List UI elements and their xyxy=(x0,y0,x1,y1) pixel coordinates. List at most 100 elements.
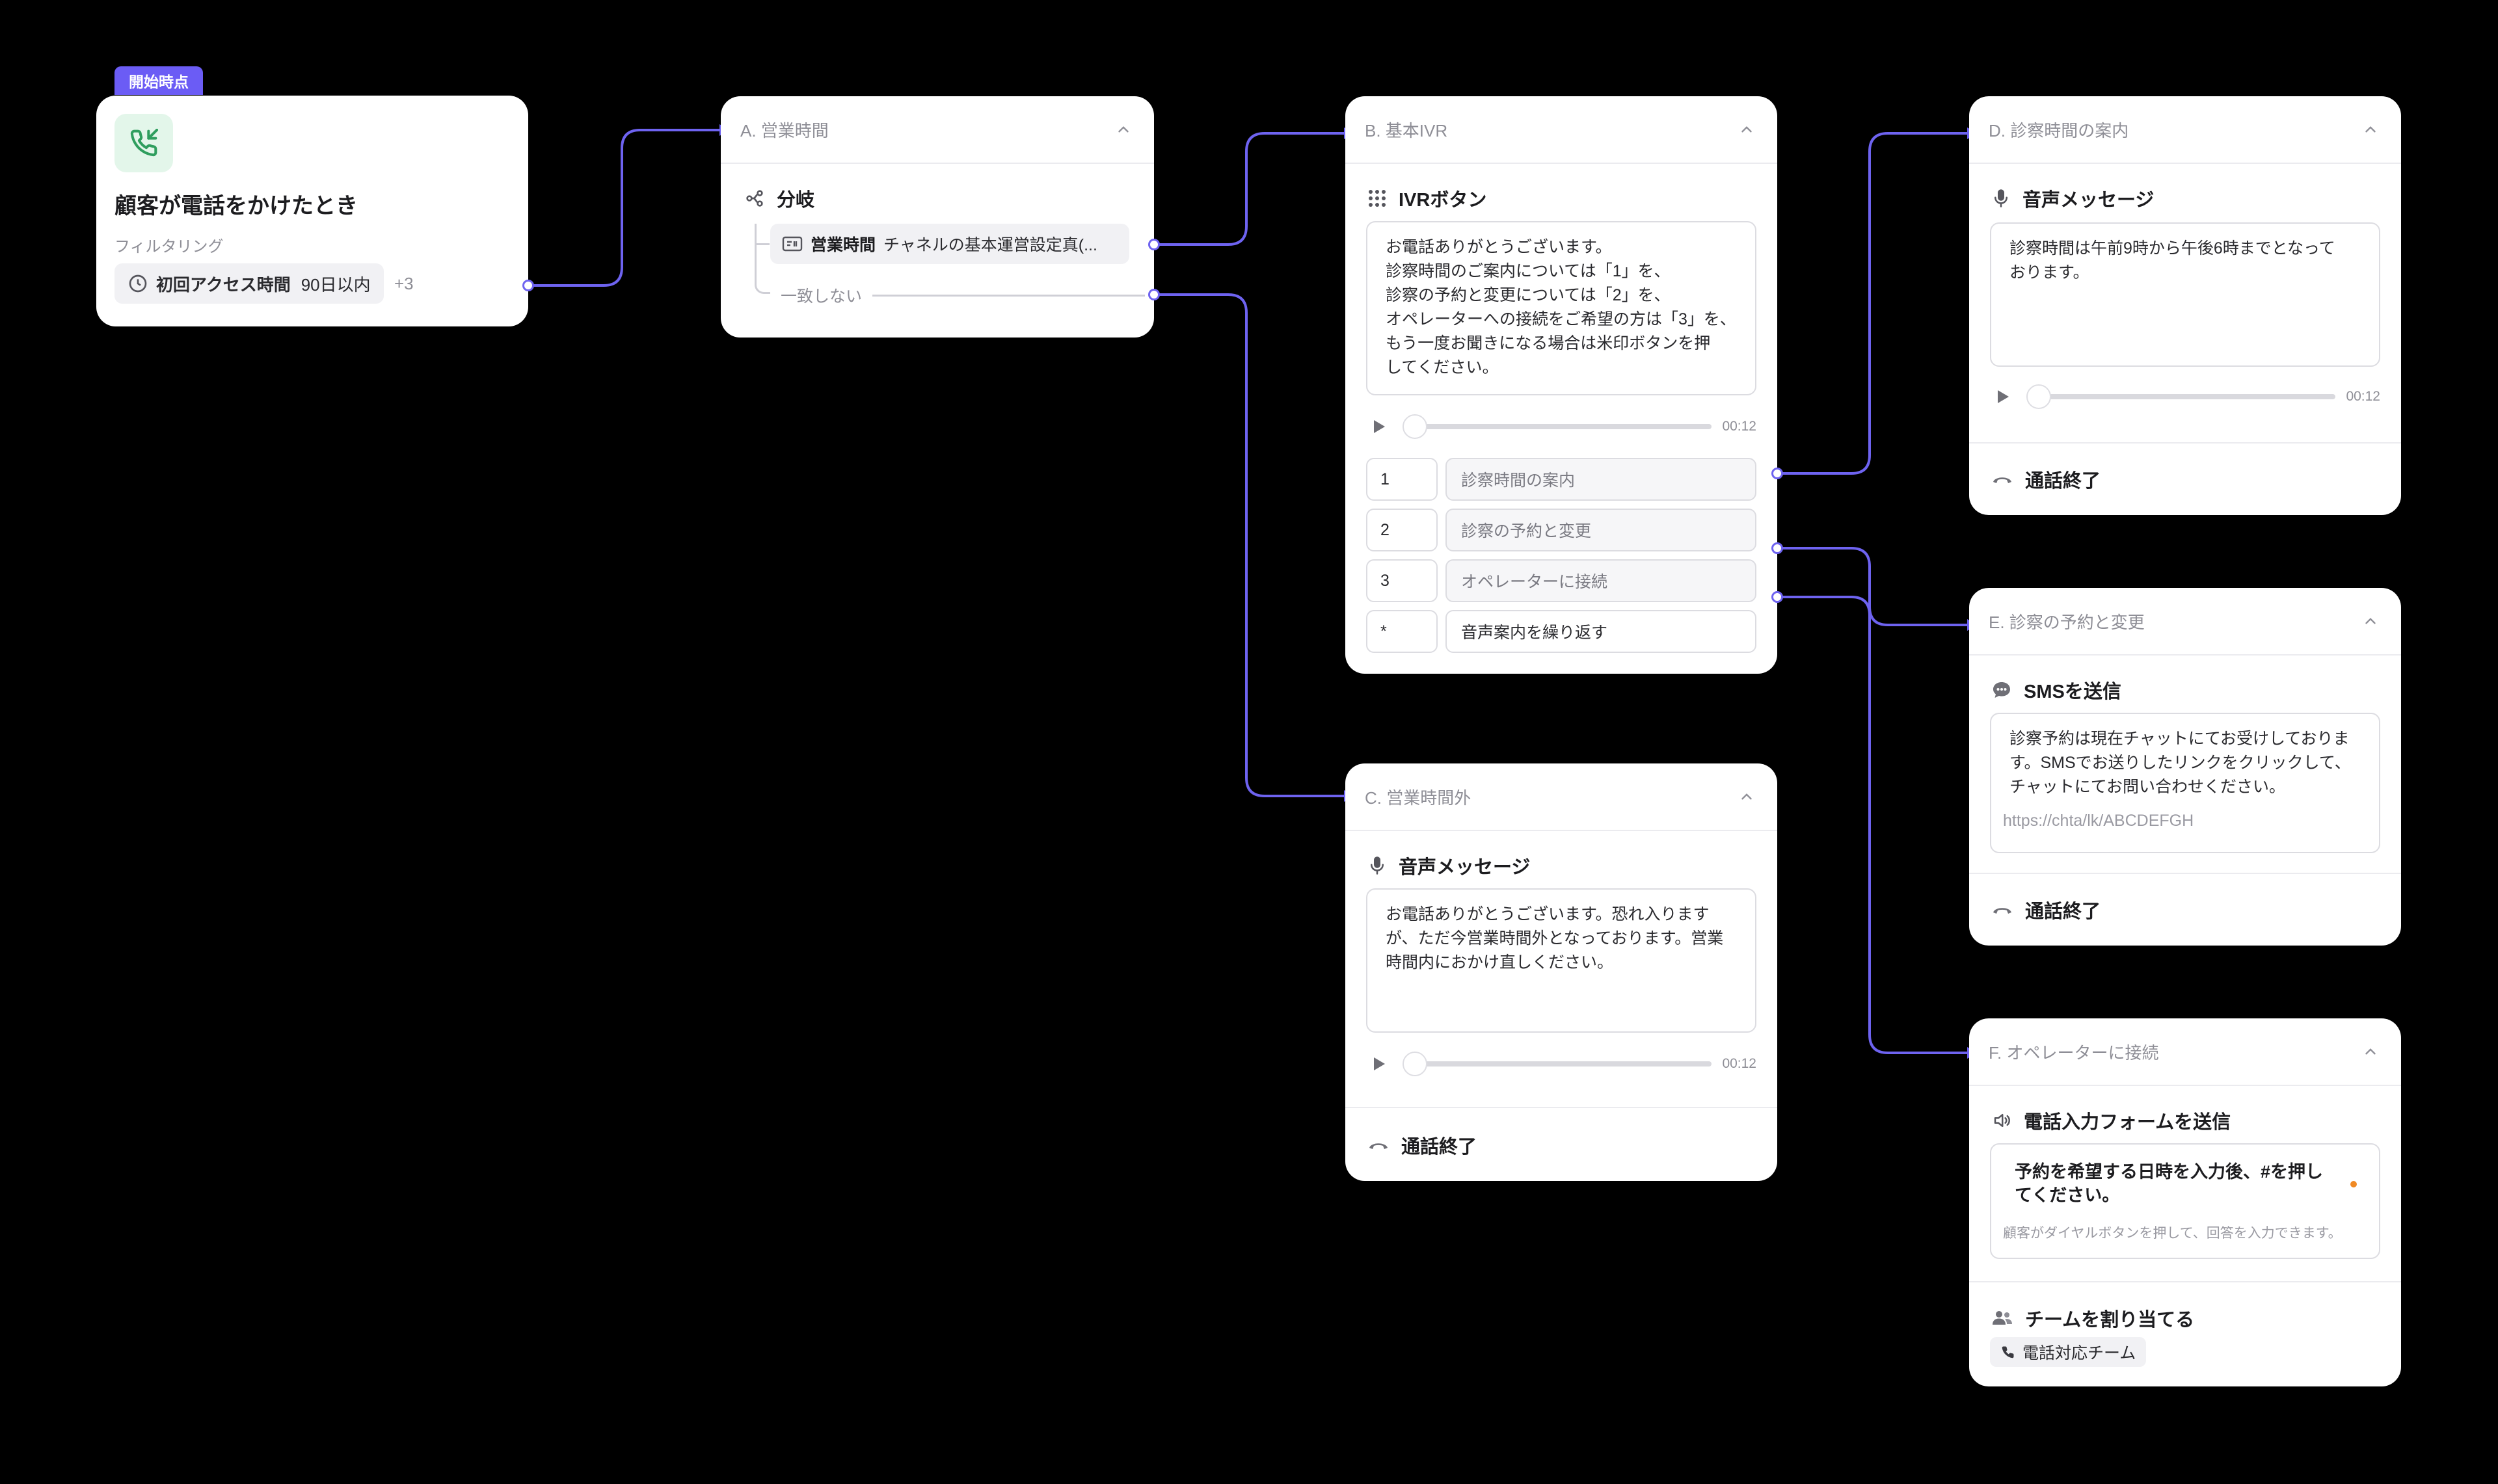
filter-label: フィルタリング xyxy=(114,238,224,256)
voice-audio-player[interactable]: 00:12 xyxy=(1990,378,2380,415)
voice-audio-player[interactable]: 00:12 xyxy=(1366,1046,1756,1082)
audio-progress-track[interactable] xyxy=(1403,1052,1712,1076)
filter-chip-label: 初回アクセス時間 xyxy=(156,274,291,295)
call-end-row[interactable]: 通話終了 xyxy=(1991,466,2101,493)
chevron-up-icon[interactable] xyxy=(1736,118,1758,140)
call-end-label: 通話終了 xyxy=(2025,471,2101,492)
card-b-button-3-port[interactable] xyxy=(1771,591,1783,603)
call-end-label: 通話終了 xyxy=(1401,1137,1477,1158)
voice-section-label: 音声メッセージ xyxy=(2022,190,2155,211)
divider xyxy=(1345,1107,1777,1108)
card-e-header[interactable]: E. 診察の予約と変更 xyxy=(1969,588,2401,656)
phone-form-question: 予約を希望する日時を入力後、#を押し てください。 xyxy=(2015,1162,2324,1205)
ivr-section-label: IVRボタン xyxy=(1399,190,1487,211)
card-b-header[interactable]: B. 基本IVR xyxy=(1345,96,1777,164)
branch-condition[interactable]: 営業時間 チャネルの基本運営設定真(... xyxy=(770,224,1129,264)
voice-message[interactable]: 診察時間は午前9時から午後6時までとなって おります。 xyxy=(1990,222,2380,367)
card-a-header[interactable]: A. 営業時間 xyxy=(721,96,1154,164)
branch-tree-line xyxy=(755,224,770,294)
audio-progress-track[interactable] xyxy=(2026,384,2336,409)
branch-section-title: 分岐 xyxy=(744,185,814,212)
start-title: 顧客が電話をかけたとき xyxy=(114,194,358,219)
form-section-label: 電話入力フォームを送信 xyxy=(2024,1112,2231,1133)
ivr-button-row[interactable]: 3 オペレーターに接続 xyxy=(1366,559,1756,602)
play-icon[interactable] xyxy=(1366,414,1392,440)
team-section-label: チームを割り当てる xyxy=(2025,1310,2195,1331)
phone-form-hint: 顧客がダイヤルボタンを押して、回答を入力できます。 xyxy=(2003,1226,2342,1241)
more-filters-count[interactable]: +3 xyxy=(394,274,414,293)
hangup-icon xyxy=(1993,477,2011,483)
branch-nomatch[interactable]: 一致しない xyxy=(781,284,1145,307)
audio-progress-knob[interactable] xyxy=(1403,1052,1427,1076)
ivr-button-label[interactable]: 診察時間の案内 xyxy=(1445,458,1756,501)
wire-b-to-f xyxy=(1777,596,1967,1054)
start-trigger-card[interactable]: 顧客が電話をかけたとき フィルタリング 初回アクセス時間 90日以内 +3 xyxy=(96,96,528,326)
card-c-header[interactable]: C. 営業時間外 xyxy=(1345,763,1777,831)
form-section-title: 電話入力フォームを送信 xyxy=(1991,1107,2231,1134)
chevron-up-icon[interactable] xyxy=(2359,1040,2382,1063)
phone-form-box[interactable]: 予約を希望する日時を入力後、#を押し てください。 顧客がダイヤルボタンを押して… xyxy=(1990,1143,2380,1259)
sms-link[interactable]: https://chta/lk/ABCDEFGH xyxy=(2003,812,2194,830)
ivr-audio-player[interactable]: 00:12 xyxy=(1366,408,1756,445)
chat-icon xyxy=(1993,682,2010,698)
chevron-up-icon[interactable] xyxy=(1112,118,1135,140)
divider xyxy=(1969,1281,2401,1282)
filter-chip[interactable]: 初回アクセス時間 90日以内 xyxy=(114,263,384,304)
card-b[interactable]: B. 基本IVR IVRボタン お電話ありがとうございます。 診察時間のご案内に… xyxy=(1345,96,1777,674)
chevron-up-icon[interactable] xyxy=(1736,786,1758,808)
ivr-message[interactable]: お電話ありがとうございます。 診察時間のご案内については「1」を、 診察の予約と… xyxy=(1366,221,1756,395)
sms-message-box[interactable]: 診察予約は現在チャットにてお受けしておりま す。SMSでお送りしたリンクをクリッ… xyxy=(1990,713,2380,853)
ivr-button-row[interactable]: 2 診察の予約と変更 xyxy=(1366,509,1756,551)
microphone-icon xyxy=(1994,189,2008,207)
branch-tree-tick xyxy=(757,243,770,245)
voice-section-label: 音声メッセージ xyxy=(1399,857,1531,878)
ivr-button-row[interactable]: * 音声案内を繰り返す xyxy=(1366,610,1756,653)
branch-nomatch-line xyxy=(872,294,1145,297)
play-icon[interactable] xyxy=(1366,1051,1392,1077)
voice-section-title: 音声メッセージ xyxy=(1991,185,2154,212)
ivr-button-label[interactable]: 診察の予約と変更 xyxy=(1445,509,1756,551)
ivr-button-label[interactable]: 音声案内を繰り返す xyxy=(1445,610,1756,653)
divider xyxy=(1969,442,2401,444)
ivr-button-label[interactable]: オペレーターに接続 xyxy=(1445,559,1756,602)
card-f-header[interactable]: F. オペレーターに接続 xyxy=(1969,1018,2401,1086)
ivr-button-key[interactable]: * xyxy=(1366,610,1438,653)
card-a[interactable]: A. 営業時間 分岐 営業時間 チャネルの基本運営設定真(... 一致しない xyxy=(721,96,1154,338)
call-end-row[interactable]: 通話終了 xyxy=(1367,1132,1477,1159)
hangup-icon xyxy=(1369,1143,1388,1149)
card-f[interactable]: F. オペレーターに接続 電話入力フォームを送信 予約を希望する日時を入力後、#… xyxy=(1969,1018,2401,1386)
card-c[interactable]: C. 営業時間外 音声メッセージ お電話ありがとうございます。恐れ入ります が、… xyxy=(1345,763,1777,1181)
ivr-button-row[interactable]: 1 診察時間の案内 xyxy=(1366,458,1756,501)
start-badge: 開始時点 xyxy=(114,66,203,95)
card-d-title: D. 診察時間の案内 xyxy=(1989,120,2129,140)
play-icon[interactable] xyxy=(1990,384,2016,410)
team-chip-label: 電話対応チーム xyxy=(2022,1344,2136,1362)
team-chip[interactable]: 電話対応チーム xyxy=(1990,1337,2147,1367)
ivr-button-key[interactable]: 1 xyxy=(1366,458,1438,501)
microphone-icon xyxy=(1371,856,1384,875)
card-d-header[interactable]: D. 診察時間の案内 xyxy=(1969,96,2401,164)
call-end-row[interactable]: 通話終了 xyxy=(1991,896,2101,923)
card-b-button-1-port[interactable] xyxy=(1771,468,1783,479)
ivr-button-key[interactable]: 3 xyxy=(1366,559,1438,602)
divider xyxy=(1969,873,2401,874)
audio-progress-knob[interactable] xyxy=(1403,414,1427,439)
card-e[interactable]: E. 診察の予約と変更 SMSを送信 診察予約は現在チャットにてお受けしておりま… xyxy=(1969,588,2401,946)
chevron-up-icon[interactable] xyxy=(2359,610,2382,632)
ivr-button-key[interactable]: 2 xyxy=(1366,509,1438,551)
voice-section-title: 音声メッセージ xyxy=(1367,852,1530,879)
branch-icon xyxy=(746,190,763,207)
chevron-up-icon[interactable] xyxy=(2359,118,2382,140)
audio-progress-track[interactable] xyxy=(1403,414,1712,439)
hangup-icon xyxy=(1993,908,2011,914)
team-section-title: チームを割り当てる xyxy=(1991,1305,2194,1332)
audio-progress-knob[interactable] xyxy=(2026,384,2051,409)
voice-message[interactable]: お電話ありがとうございます。恐れ入ります が、ただ今営業時間外となっております。… xyxy=(1366,888,1756,1033)
card-a-match-port[interactable] xyxy=(1148,239,1160,250)
start-output-port[interactable] xyxy=(522,280,534,291)
card-a-nomatch-port[interactable] xyxy=(1148,289,1160,300)
card-b-button-2-port[interactable] xyxy=(1771,542,1783,554)
card-d[interactable]: D. 診察時間の案内 音声メッセージ 診察時間は午前9時から午後6時までとなって… xyxy=(1969,96,2401,515)
card-e-title: E. 診察の予約と変更 xyxy=(1989,612,2145,632)
start-badge-label: 開始時点 xyxy=(129,73,189,90)
